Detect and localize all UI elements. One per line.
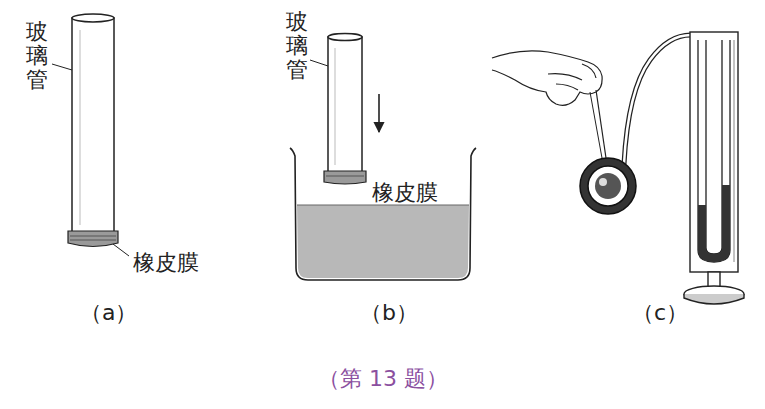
string [590, 92, 602, 158]
string [596, 90, 606, 158]
panel-label: （b） [360, 300, 418, 326]
rubber-membrane-b [324, 171, 366, 184]
caption: （第 13 题） [318, 366, 448, 392]
tube-label: 玻璃管 [26, 20, 48, 93]
tube-label: 玻璃管 [286, 10, 308, 83]
stand [684, 272, 744, 304]
membrane-label: 橡皮膜 [372, 180, 438, 206]
u-tube [690, 32, 738, 272]
glass-tube-b [328, 34, 362, 173]
panel-label: （a） [80, 300, 137, 326]
panel-label: （c） [632, 300, 688, 326]
membrane-label: 橡皮膜 [372, 180, 438, 206]
probe-disc [580, 158, 636, 214]
membrane-label: 橡皮膜 [133, 250, 199, 276]
caption: （第 13 题） [318, 366, 448, 392]
tube-label: 玻璃管 [286, 10, 308, 83]
leader-line [310, 60, 328, 66]
hand [492, 51, 602, 105]
membrane-label: 橡皮膜 [133, 250, 199, 276]
motion-arrow [378, 94, 380, 132]
glass-tube-a [72, 14, 114, 233]
beaker [290, 148, 476, 280]
leader-line [52, 64, 72, 70]
panel-label: （a） [80, 300, 137, 326]
rubber-membrane-a [68, 231, 118, 247]
tube-label: 玻璃管 [26, 20, 48, 93]
panel-label: （b） [360, 300, 418, 326]
panel-label: （c） [632, 300, 688, 326]
leader-line [113, 244, 129, 256]
